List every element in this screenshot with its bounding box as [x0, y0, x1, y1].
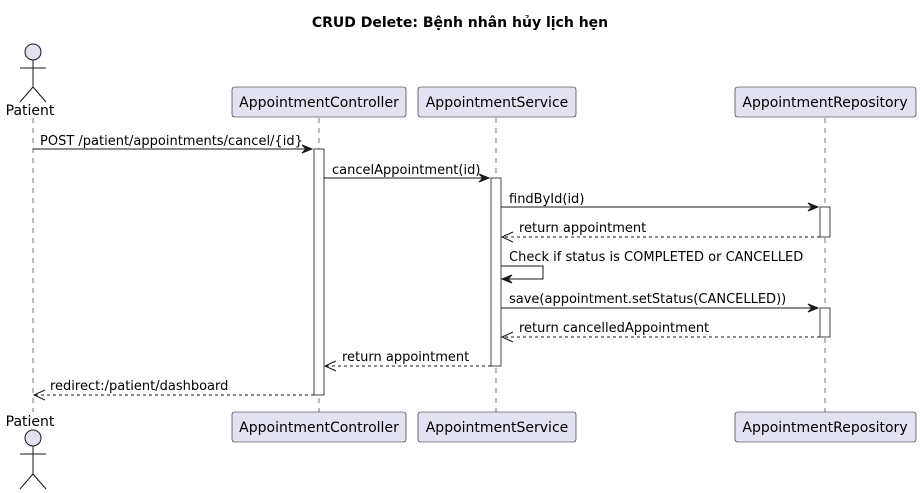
message-label: save(appointment.setStatus(CANCELLED)): [509, 292, 786, 307]
participant-label: AppointmentController: [239, 420, 399, 436]
arrowhead: [500, 331, 514, 343]
actor-patient-top: Patient: [6, 43, 55, 119]
arrowhead: [323, 360, 337, 372]
activation-service: [490, 177, 502, 367]
participant-label: AppointmentController: [239, 95, 399, 111]
message-label: POST /patient/appointments/cancel/{id}: [40, 134, 303, 149]
actor-leg-left: [19, 86, 34, 103]
arrowhead: [500, 274, 513, 284]
arrowhead: [301, 144, 314, 154]
participant-box: [734, 86, 917, 118]
participant-label: AppointmentService: [426, 95, 569, 111]
actor-leg-right: [32, 473, 47, 490]
message-find-by-id: findById(id): [501, 192, 820, 212]
message-line: [501, 265, 544, 280]
actor-label-top: Patient: [6, 103, 55, 119]
arrowhead: [807, 202, 820, 212]
actor-leg-right: [32, 86, 47, 103]
message-label: findById(id): [509, 192, 584, 207]
participant-service-top: AppointmentService: [417, 86, 577, 118]
message-save-appointment: save(appointment.setStatus(CANCELLED)): [501, 292, 820, 313]
actor-head: [24, 43, 42, 61]
message-post-cancel: POST /patient/appointments/cancel/{id}: [33, 134, 314, 154]
participant-box: [417, 86, 577, 118]
actor-label-bottom: Patient: [6, 414, 55, 430]
participant-label: AppointmentRepository: [742, 95, 907, 111]
message-label: return appointment: [342, 350, 469, 365]
participant-controller-bottom: AppointmentController: [231, 411, 407, 443]
message-cancel-appointment: cancelAppointment(id): [324, 163, 491, 183]
actor-leg-left: [19, 473, 34, 490]
arrowhead: [478, 173, 491, 183]
actor-patient-bottom: Patient: [6, 414, 55, 490]
participant-box: [231, 86, 407, 118]
activation-controller: [313, 148, 325, 396]
participant-repository-bottom: AppointmentRepository: [734, 411, 917, 443]
participant-box: [417, 411, 577, 443]
message-label: redirect:/patient/dashboard: [50, 379, 228, 394]
diagram-title: CRUD Delete: Bệnh nhân hủy lịch hẹn: [312, 15, 608, 31]
message-return-appointment-repo: return appointment: [500, 221, 820, 243]
participant-box: [734, 411, 917, 443]
participant-label: AppointmentRepository: [742, 420, 907, 436]
actor-head: [24, 429, 42, 447]
participant-repository-top: AppointmentRepository: [734, 86, 917, 118]
message-return-cancelled: return cancelledAppointment: [500, 321, 820, 343]
message-label: Check if status is COMPLETED or CANCELLE…: [509, 250, 803, 265]
participant-box: [231, 411, 407, 443]
message-return-appointment-service: return appointment: [323, 350, 491, 372]
message-check-status: Check if status is COMPLETED or CANCELLE…: [500, 250, 803, 284]
message-label: cancelAppointment(id): [332, 163, 480, 178]
activation-repository-1: [819, 206, 831, 238]
participant-label: AppointmentService: [426, 420, 569, 436]
message-label: return appointment: [519, 221, 646, 236]
arrowhead: [500, 231, 514, 243]
message-label: return cancelledAppointment: [519, 321, 709, 336]
activation-repository-2: [819, 307, 831, 338]
arrowhead: [32, 389, 46, 401]
participant-service-bottom: AppointmentService: [417, 411, 577, 443]
message-redirect-dashboard: redirect:/patient/dashboard: [32, 379, 314, 401]
participant-controller-top: AppointmentController: [231, 86, 407, 118]
arrowhead: [807, 303, 820, 313]
